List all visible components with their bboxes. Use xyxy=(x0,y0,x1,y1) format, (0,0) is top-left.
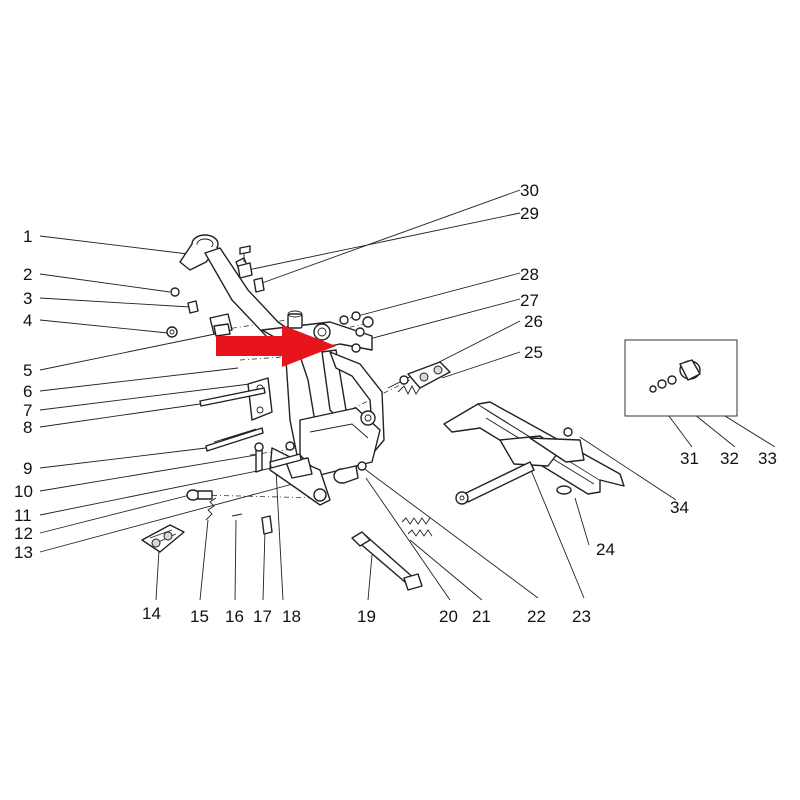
callout-9: 9 xyxy=(23,459,32,478)
callout-4: 4 xyxy=(23,311,32,330)
callout-25: 25 xyxy=(524,343,543,362)
callout-34: 34 xyxy=(670,498,689,517)
callout-28: 28 xyxy=(520,265,539,284)
callout-10: 10 xyxy=(14,482,33,501)
callout-17: 17 xyxy=(253,607,272,626)
callout-24: 24 xyxy=(596,540,615,559)
callout-11: 11 xyxy=(14,506,32,525)
callout-6: 6 xyxy=(23,382,32,401)
callout-labels: 1 2 3 4 5 6 7 8 9 10 11 12 13 14 15 16 1… xyxy=(14,181,777,626)
callout-12: 12 xyxy=(14,524,33,543)
callout-3: 3 xyxy=(23,289,32,308)
hardware xyxy=(166,245,573,535)
callout-23: 23 xyxy=(572,607,591,626)
callout-16: 16 xyxy=(225,607,244,626)
footpeg-left xyxy=(141,524,185,553)
callout-26: 26 xyxy=(524,312,543,331)
callout-18: 18 xyxy=(282,607,301,626)
callout-2: 2 xyxy=(23,265,32,284)
callout-33: 33 xyxy=(758,449,777,468)
callout-15: 15 xyxy=(190,607,209,626)
callout-21: 21 xyxy=(472,607,491,626)
inset-detail xyxy=(624,339,738,417)
callout-31: 31 xyxy=(680,449,699,468)
callout-27: 27 xyxy=(520,291,539,310)
kickstand xyxy=(351,531,423,591)
callout-22: 22 xyxy=(527,607,546,626)
callout-29: 29 xyxy=(520,204,539,223)
callout-20: 20 xyxy=(439,607,458,626)
callout-5: 5 xyxy=(23,361,32,380)
callout-30: 30 xyxy=(520,181,539,200)
callout-8: 8 xyxy=(23,418,32,437)
swingarm xyxy=(443,401,625,505)
callout-7: 7 xyxy=(23,401,32,420)
callout-32: 32 xyxy=(720,449,739,468)
callout-13: 13 xyxy=(14,543,33,562)
leader-lines xyxy=(39,189,776,601)
highlight-arrow xyxy=(216,325,336,367)
footpeg-right xyxy=(399,361,451,389)
callout-14: 14 xyxy=(142,604,161,623)
callout-1: 1 xyxy=(23,227,32,246)
callout-19: 19 xyxy=(357,607,376,626)
springs xyxy=(401,517,433,537)
